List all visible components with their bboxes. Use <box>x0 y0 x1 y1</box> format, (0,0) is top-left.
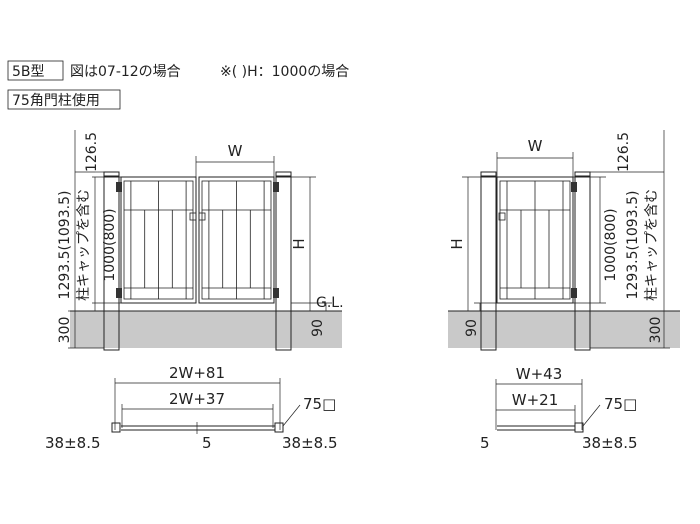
hinge-bottom <box>571 288 577 298</box>
post-label-box <box>7 89 121 110</box>
single-gate-bars <box>506 181 564 299</box>
right-gate-leaf <box>198 176 275 304</box>
double-gate-elevation: W H G.L. 90 126.5 1293.5(1093.5) 柱キャップを含… <box>57 130 344 351</box>
left-post-cap <box>480 171 497 178</box>
post-label: 75□ <box>604 395 637 413</box>
outer-dim-label: 2W+81 <box>169 364 225 382</box>
h-dim-label: H <box>290 238 308 249</box>
latch <box>498 212 506 221</box>
panel-dim-label: 1000(800) <box>102 208 118 281</box>
ground-fill <box>70 311 342 348</box>
total-dim-note: 柱キャップを含む <box>76 189 92 301</box>
top-dim-label: 126.5 <box>84 132 100 172</box>
left-offset-label: 38±8.5 <box>45 434 101 452</box>
single-gate-elevation: W H 90 126.5 1293.5(1093.5) 柱キャップを含む 100… <box>448 130 680 351</box>
total-dim-label: 1293.5(1093.5) <box>625 191 641 300</box>
single-gate-plan: W+43 W+21 75□ 5 38±8.5 <box>480 365 638 452</box>
right-latch <box>198 212 206 221</box>
total-dim-label: 1293.5(1093.5) <box>57 191 73 300</box>
type-label: 5B型 <box>12 64 45 80</box>
paren-note: ※( )H：1000の場合 <box>220 64 349 80</box>
gap-dim-label: 90 <box>464 319 480 337</box>
right-post <box>275 175 292 351</box>
outer-dim-label: W+43 <box>516 365 563 383</box>
panel-dim-label: 1000(800) <box>603 208 619 281</box>
double-gate-plan: 2W+81 2W+37 75□ 5 38±8.5 38±8.5 <box>45 364 338 452</box>
right-hinge-bottom <box>273 288 279 298</box>
right-offset-label: 38±8.5 <box>282 434 338 452</box>
hinge-top <box>571 182 577 192</box>
top-dim-label: 126.5 <box>616 132 632 172</box>
right-post <box>574 175 591 351</box>
gate-leaf <box>496 176 574 304</box>
h-dim-label: H <box>448 238 466 249</box>
double-gate-bars <box>130 181 265 299</box>
right-post-plan <box>274 422 284 433</box>
left-hinge-bottom <box>116 288 122 298</box>
type-label-box <box>7 60 64 81</box>
buried-dim-label: 300 <box>57 317 73 344</box>
post-label: 75□ <box>303 395 336 413</box>
post-leader <box>282 404 301 427</box>
total-dim-note: 柱キャップを含む <box>644 189 660 301</box>
buried-dim-label: 300 <box>648 317 664 344</box>
left-post-plan <box>111 422 121 433</box>
right-offset-label: 38±8.5 <box>582 434 638 452</box>
left-gap-label: 5 <box>480 434 490 452</box>
ground-fill <box>448 311 680 348</box>
center-gap-label: 5 <box>202 434 212 452</box>
inner-dim-label: W+21 <box>512 391 559 409</box>
inner-dim-label: 2W+37 <box>169 390 225 408</box>
w-dim-label: W <box>528 137 543 155</box>
left-post <box>103 175 120 351</box>
post-leader <box>582 404 601 427</box>
gap-dim-label: 90 <box>310 319 326 337</box>
left-hinge-top <box>116 182 122 192</box>
right-post-cap <box>275 171 292 178</box>
left-post <box>480 175 497 351</box>
right-hinge-top <box>273 182 279 192</box>
case-note: 図は07-12の場合 <box>70 64 181 80</box>
right-post-plan <box>574 422 584 433</box>
w-dim-label: W <box>228 142 243 160</box>
left-gate-leaf <box>120 176 197 304</box>
left-latch <box>189 212 197 221</box>
post-label: 75角門柱使用 <box>12 92 100 109</box>
